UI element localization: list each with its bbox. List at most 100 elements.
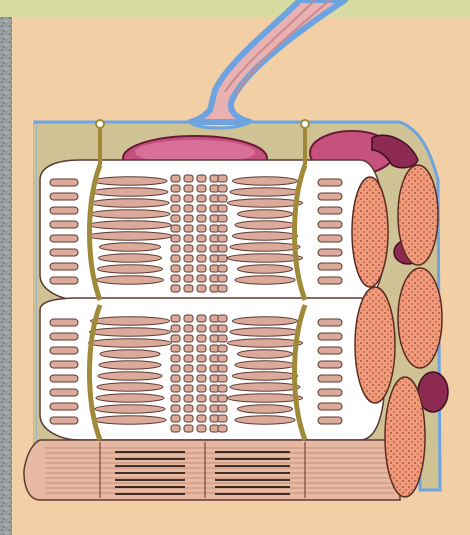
reticulum-cell: [218, 235, 227, 242]
fibril-finger: [318, 403, 342, 410]
left-texture-strip: [0, 17, 12, 535]
reticulum-cell: [197, 345, 206, 352]
reticulum-cell: [197, 265, 206, 272]
reticulum-cell: [184, 375, 193, 382]
reticulum-cell: [218, 185, 227, 192]
longitudinal-fibrils: [24, 440, 400, 500]
cross-section-speckle: [356, 288, 394, 402]
fibril-finger: [318, 235, 342, 242]
fibril-lens: [92, 188, 168, 196]
tubule-pore: [96, 120, 104, 128]
fibril-finger: [50, 235, 78, 242]
fibril-lens: [235, 221, 295, 229]
reticulum-cell: [197, 215, 206, 222]
reticulum-cell: [197, 335, 206, 342]
reticulum-cell: [197, 255, 206, 262]
reticulum-cell: [171, 255, 180, 262]
fibril-lens: [235, 416, 295, 424]
reticulum-cell: [197, 405, 206, 412]
reticulum-cell: [218, 175, 227, 182]
reticulum-cell: [218, 335, 227, 342]
reticulum-cell: [171, 405, 180, 412]
fibril-lens: [99, 254, 162, 262]
reticulum-cell: [171, 265, 180, 272]
reticulum-cell: [197, 315, 206, 322]
reticulum-cell: [171, 375, 180, 382]
fibril-finger: [318, 179, 342, 186]
fibril-lens: [91, 317, 170, 325]
fibril-finger: [50, 277, 78, 284]
fibril-finger: [318, 221, 342, 228]
fibril-finger: [318, 319, 342, 326]
reticulum-cell: [218, 345, 227, 352]
reticulum-cell: [184, 265, 193, 272]
reticulum-cell: [218, 225, 227, 232]
reticulum-cell: [218, 395, 227, 402]
fibril-finger: [50, 333, 78, 340]
reticulum-cell: [171, 425, 180, 432]
fibril-lens: [89, 221, 171, 229]
reticulum-cell: [184, 415, 193, 422]
reticulum-cell: [171, 275, 180, 282]
reticulum-cell: [171, 235, 180, 242]
fibril-lens: [238, 210, 293, 218]
fibril-finger: [318, 263, 342, 270]
reticulum-cell: [197, 235, 206, 242]
fibril-lens: [235, 361, 295, 369]
reticulum-cell: [197, 325, 206, 332]
fibril-lens: [228, 199, 303, 207]
cross-section-speckle: [399, 166, 437, 264]
reticulum-cell: [171, 325, 180, 332]
reticulum-cell: [218, 265, 227, 272]
fibril-finger: [318, 417, 342, 424]
reticulum-cell: [184, 175, 193, 182]
reticulum-cell: [184, 315, 193, 322]
fibril-lens: [98, 372, 162, 380]
fibril-finger: [50, 319, 78, 326]
fibril-lens: [235, 276, 295, 284]
fibril-finger: [50, 263, 78, 270]
reticulum-cell: [218, 255, 227, 262]
fibril-lens: [89, 339, 172, 347]
reticulum-cell: [171, 315, 180, 322]
reticulum-cell: [197, 195, 206, 202]
reticulum-cell: [171, 365, 180, 372]
fibril-finger: [50, 389, 78, 396]
fibril-finger: [318, 375, 342, 382]
reticulum-cell: [184, 245, 193, 252]
reticulum-cell: [171, 415, 180, 422]
fibril-lens: [90, 210, 170, 218]
fibril-lens: [97, 383, 163, 391]
reticulum-cell: [197, 375, 206, 382]
reticulum-cell: [197, 205, 206, 212]
reticulum-cell: [171, 395, 180, 402]
reticulum-cell: [184, 395, 193, 402]
reticulum-cell: [184, 405, 193, 412]
fibril-finger: [50, 403, 78, 410]
reticulum-cell: [184, 195, 193, 202]
fibril-lens: [230, 243, 300, 251]
reticulum-cell: [218, 285, 227, 292]
reticulum-cell: [171, 245, 180, 252]
fibril-lens: [233, 177, 298, 185]
reticulum-cell: [218, 405, 227, 412]
reticulum-cell: [218, 205, 227, 212]
fibril-lens: [233, 372, 298, 380]
fibril-finger: [318, 333, 342, 340]
reticulum-cell: [184, 335, 193, 342]
fibril-lens: [233, 232, 298, 240]
reticulum-cell: [218, 415, 227, 422]
fibril-lens: [90, 328, 171, 336]
fibril-lens: [100, 350, 160, 358]
tubule-pore: [301, 120, 309, 128]
reticulum-cell: [184, 325, 193, 332]
cross-section-speckle: [386, 378, 424, 496]
fibril-finger: [50, 417, 78, 424]
reticulum-cell: [171, 335, 180, 342]
reticulum-cell: [171, 355, 180, 362]
reticulum-cell: [218, 365, 227, 372]
reticulum-cell: [184, 275, 193, 282]
fibril-lens: [238, 265, 293, 273]
reticulum-cell: [184, 225, 193, 232]
